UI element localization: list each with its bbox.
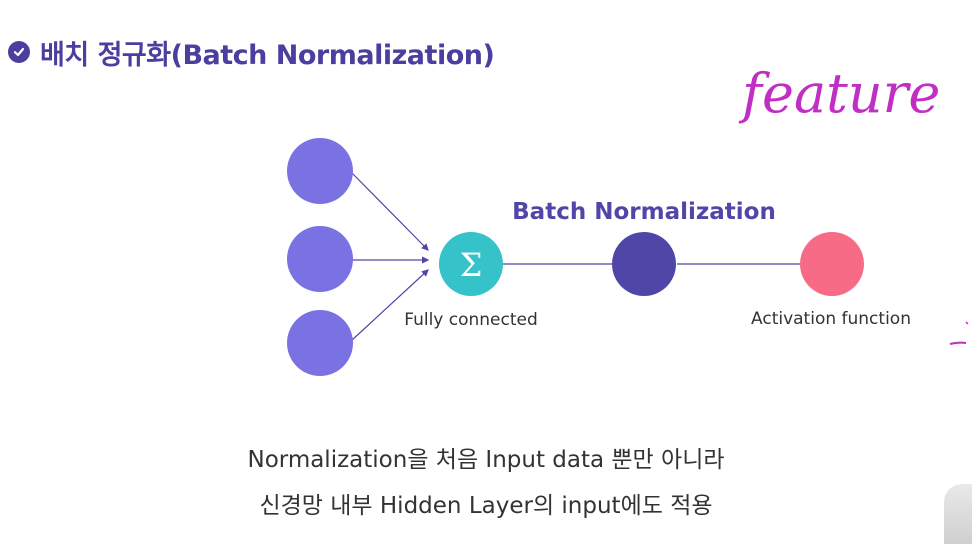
sum-node <box>439 232 503 296</box>
check-circle-icon <box>8 41 30 63</box>
footer-line-2: 신경망 내부 Hidden Layer의 input에도 적용 <box>259 493 713 519</box>
activation-node <box>800 232 864 296</box>
pen-stroke-mark <box>949 341 967 345</box>
input-node-1 <box>287 138 353 204</box>
input-node-3 <box>287 310 353 376</box>
footer-line-1: Normalization을 처음 Input data 뿐만 아니라 <box>247 447 725 473</box>
edge-input-3-to-sum <box>350 269 429 342</box>
title-text: 배치 정규화(Batch Normalization) <box>40 39 495 71</box>
handwriting-text: feature <box>738 62 940 125</box>
page-title: 배치 정규화(Batch Normalization) <box>8 34 495 71</box>
batch-norm-label: Batch Normalization <box>512 199 776 225</box>
edge-input-1-to-sum <box>350 171 429 251</box>
input-node-2 <box>287 226 353 292</box>
handwritten-annotation: feature <box>738 62 940 125</box>
fully-connected-label: Fully connected <box>404 310 538 330</box>
pen-stroke-mark <box>965 321 969 325</box>
sigma-symbol: Σ <box>460 246 483 284</box>
activation-function-label: Activation function <box>751 309 911 329</box>
presenter-overlay <box>944 484 972 544</box>
batch-norm-node <box>612 232 676 296</box>
